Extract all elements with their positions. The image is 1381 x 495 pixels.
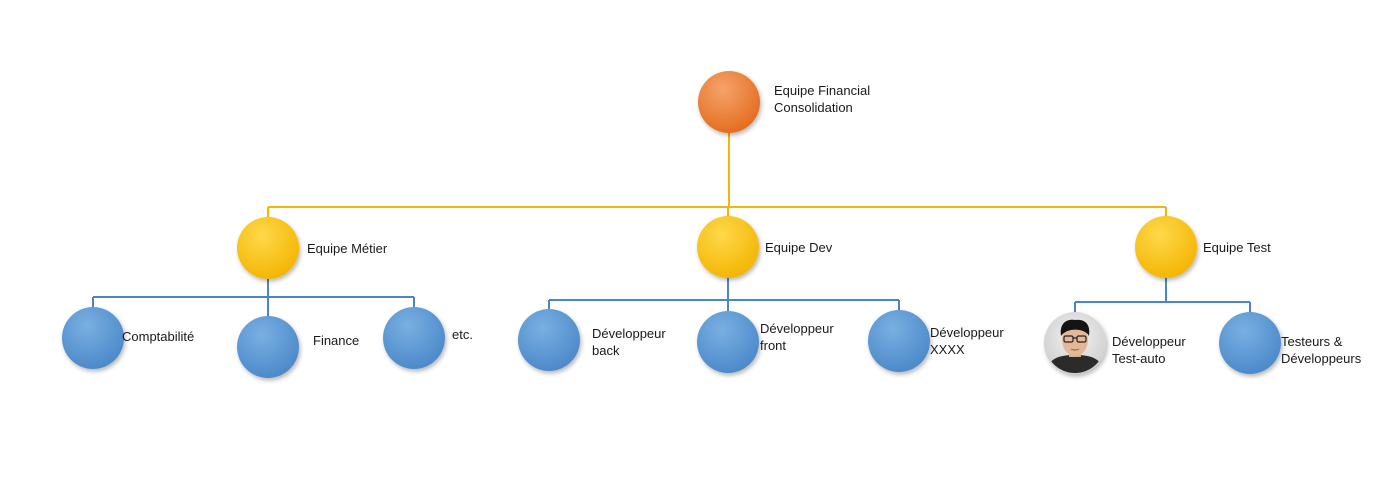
member-label-line: Développeur	[930, 325, 1004, 340]
member-label-line: Comptabilité	[122, 329, 194, 344]
connectors	[92, 133, 1251, 316]
member-label: etc.	[452, 327, 473, 342]
member-label-line: etc.	[452, 327, 473, 342]
member-label-line: back	[592, 343, 620, 358]
team-label-line: Equipe Dev	[765, 240, 833, 255]
member-label-line: Développeur	[1112, 334, 1186, 349]
member-label: Développeur back	[592, 326, 666, 358]
team-label-line: Equipe Test	[1203, 240, 1271, 255]
member-node	[62, 307, 124, 369]
root-label-line: Consolidation	[774, 100, 853, 115]
member-label-line: Testeurs &	[1281, 334, 1343, 349]
team-label: Equipe Dev	[765, 240, 833, 255]
root-label-line: Equipe Financial	[774, 83, 870, 98]
face-shape	[1062, 324, 1088, 356]
member-label: Finance	[313, 333, 359, 348]
portrait-avatar	[1045, 319, 1105, 373]
member-node	[1219, 312, 1281, 374]
member-node	[868, 310, 930, 372]
member-node	[518, 309, 580, 371]
glasses-left-lens	[1063, 335, 1074, 343]
team-label-line: Equipe Métier	[307, 241, 388, 256]
member-label-line: front	[760, 338, 786, 353]
team-label: Equipe Métier	[307, 241, 388, 256]
root-node	[698, 71, 760, 133]
team-node	[237, 217, 299, 279]
member-node	[383, 307, 445, 369]
team-label: Equipe Test	[1203, 240, 1271, 255]
member-label: Testeurs & Développeurs	[1281, 334, 1362, 366]
member-node	[697, 311, 759, 373]
nodes	[62, 71, 1281, 378]
member-label: Comptabilité	[122, 329, 194, 344]
member-label-line: Finance	[313, 333, 359, 348]
member-label-line: Développeur	[760, 321, 834, 336]
member-label-line: Développeurs	[1281, 351, 1362, 366]
member-label-line: Test-auto	[1112, 351, 1165, 366]
team-node	[1135, 216, 1197, 278]
member-label: Développeur front	[760, 321, 834, 353]
team-node	[697, 216, 759, 278]
glasses-right-lens	[1076, 335, 1087, 343]
shirt-shape	[1045, 355, 1105, 373]
member-label-line: Développeur	[592, 326, 666, 341]
member-photo-node	[1044, 312, 1106, 374]
member-label-line: XXXX	[930, 342, 965, 357]
mouth-shape	[1070, 348, 1080, 351]
hair-shape	[1060, 319, 1090, 336]
member-node	[237, 316, 299, 378]
